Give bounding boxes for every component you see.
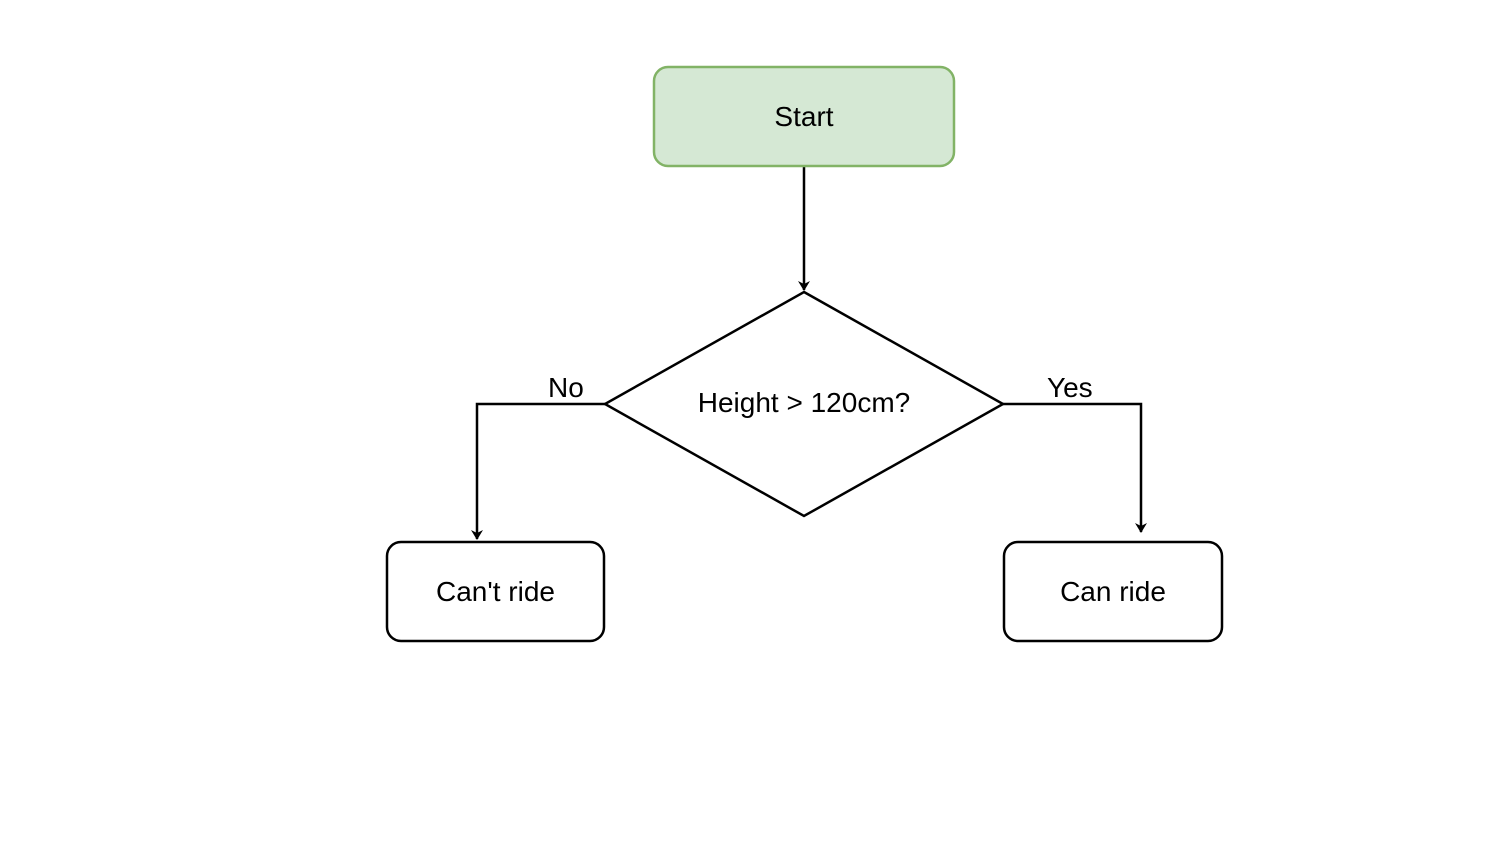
decision-node-shape[interactable] [602, 290, 1006, 518]
edge-decision-no [471, 402, 605, 540]
can-ride-node-label: Can ride [1060, 575, 1166, 607]
can-ride-node-shape[interactable] [1002, 540, 1224, 643]
cant-ride-node-label: Can't ride [436, 575, 555, 607]
edge-label-no: No [548, 372, 584, 403]
start-node-label: Start [774, 100, 834, 132]
cant-ride-node-shape[interactable] [385, 540, 606, 643]
edge-decision-yes [1003, 402, 1147, 533]
edge-label-yes: Yes [1047, 372, 1093, 403]
start-node-shape[interactable] [652, 65, 956, 168]
decision-node-label: Height > 120cm? [697, 387, 911, 418]
